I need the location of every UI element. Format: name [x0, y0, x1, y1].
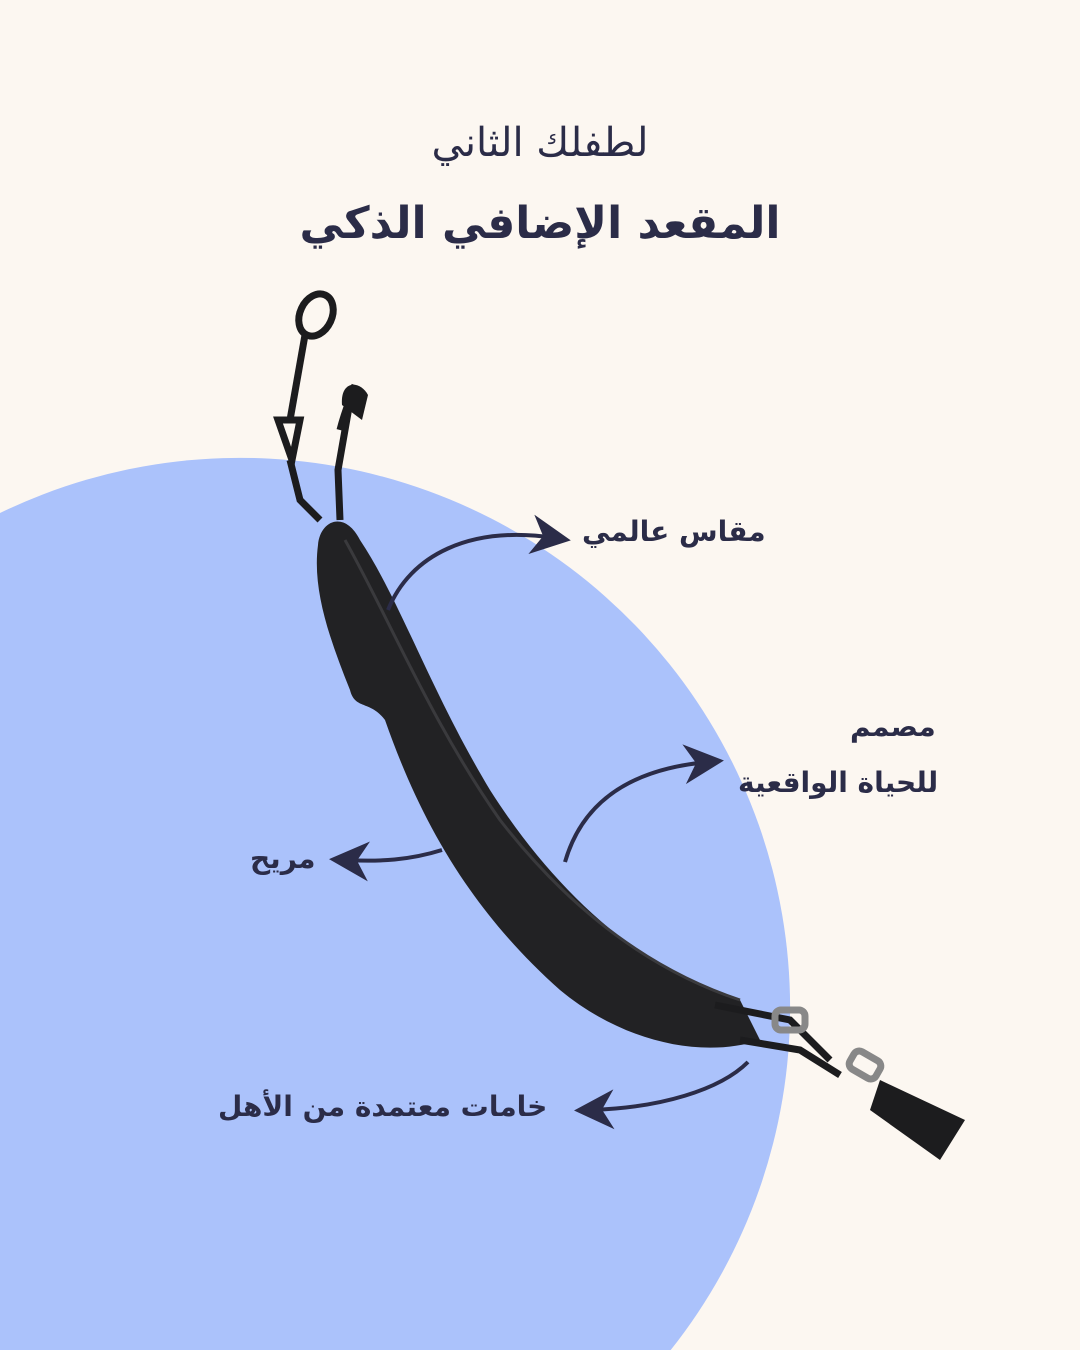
feature-real-life-line1: مصمم: [850, 710, 936, 743]
arrow-real-life: [563, 744, 724, 863]
bottom-hooks: [714, 1001, 885, 1083]
feature-real-life-line2: للحياة الواقعية: [738, 766, 939, 799]
arrow-universal-size: [386, 514, 571, 611]
top-hooks: [273, 290, 359, 523]
subtitle: لطفلك الثاني: [431, 120, 649, 166]
page-title: المقعد الإضافي الذكي: [299, 198, 781, 249]
feature-parent-approved: خامات معتمدة من الأهل: [218, 1090, 548, 1123]
arrow-comfortable: [329, 841, 443, 882]
arrow-parent-approved: [574, 1060, 750, 1130]
seat-body: [316, 521, 760, 1048]
feature-comfortable: مريح: [250, 842, 316, 875]
feature-universal-size: مقاس عالمي: [582, 515, 766, 548]
